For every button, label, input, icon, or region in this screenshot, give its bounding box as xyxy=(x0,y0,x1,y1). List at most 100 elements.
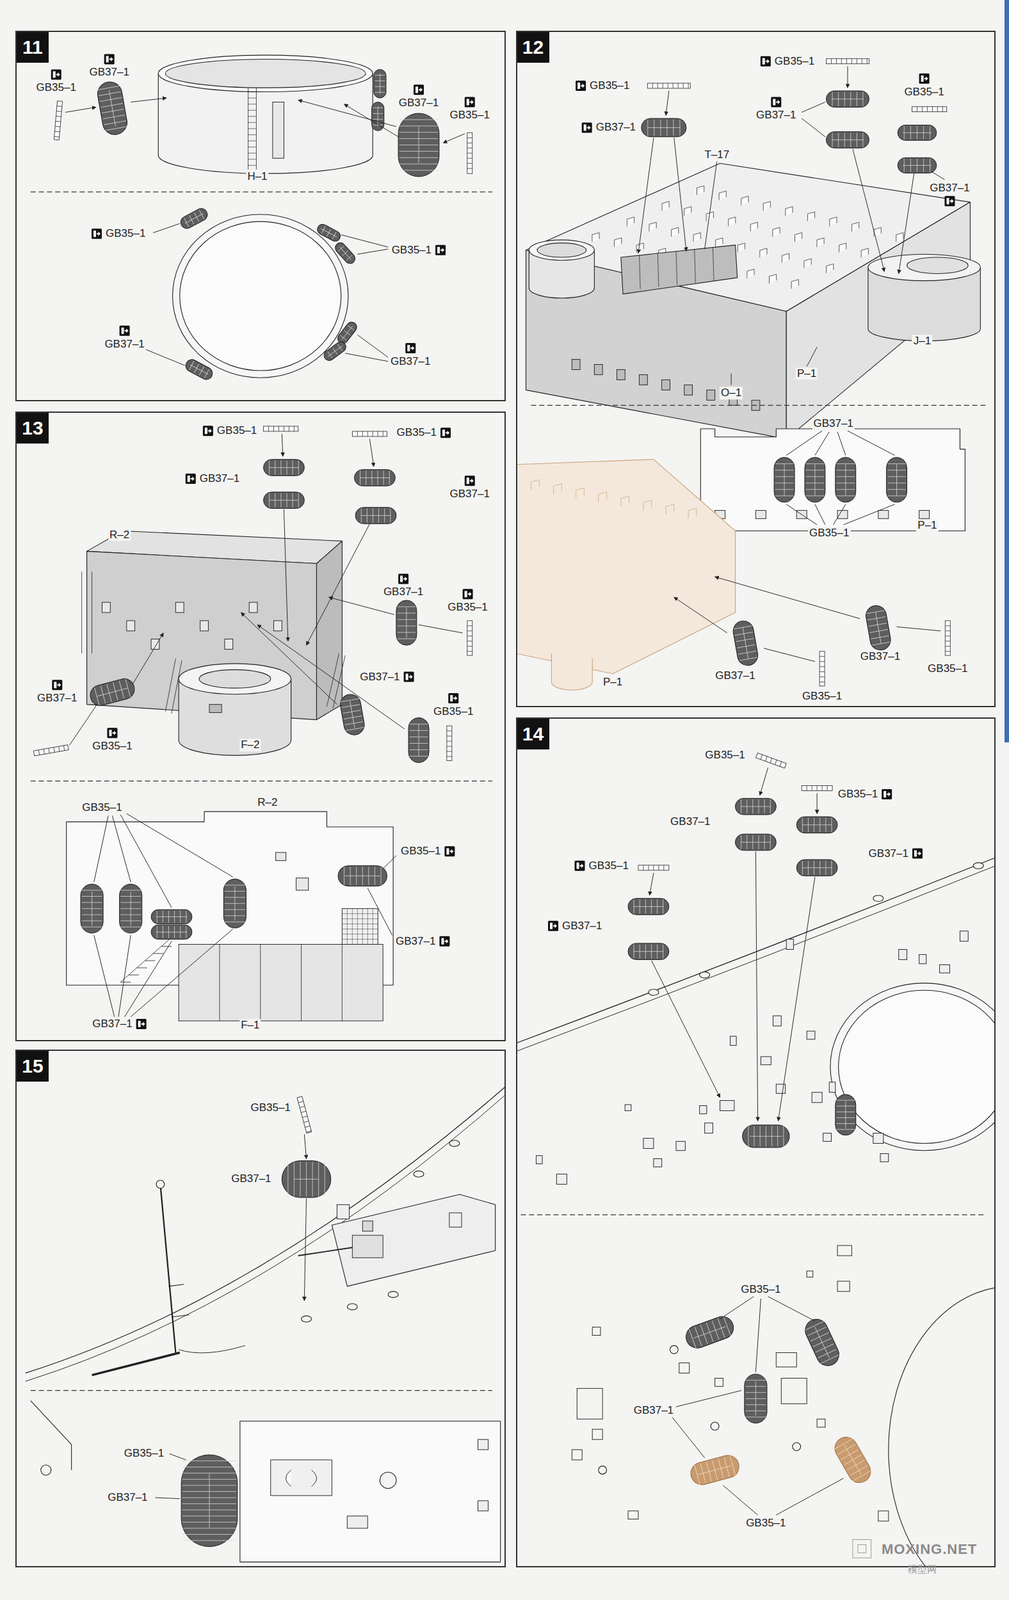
fitting xyxy=(556,1174,567,1185)
leader-line xyxy=(124,941,172,1018)
life-raft-rib xyxy=(397,638,417,640)
deck-fitting-faded xyxy=(553,484,563,495)
raft-rack-bar xyxy=(467,625,473,627)
life-raft-rib xyxy=(852,1471,871,1482)
tower-f2-inner xyxy=(199,669,271,689)
leader-line xyxy=(94,935,115,1018)
drawing xyxy=(25,55,1009,1600)
life-raft-rib xyxy=(806,463,825,465)
leader-line xyxy=(775,1478,844,1516)
fitting xyxy=(837,1281,850,1292)
leader-line xyxy=(418,624,463,634)
part-label: GB37–1 xyxy=(448,487,492,501)
raft-rack-bar xyxy=(306,1131,312,1133)
deck-fitting xyxy=(592,233,600,243)
fitting xyxy=(823,1133,832,1143)
life-raft-body xyxy=(688,1453,742,1488)
part-label: GB35–1 xyxy=(773,55,816,68)
life-raft-rib xyxy=(224,921,246,923)
fitting xyxy=(786,939,794,951)
stair xyxy=(161,946,172,947)
raft-rack-frame xyxy=(53,101,63,141)
raft-rack-frame xyxy=(467,132,473,174)
ladder-rung xyxy=(248,97,257,99)
panel-line xyxy=(300,944,302,1022)
life-raft-rib xyxy=(182,1528,237,1529)
part-icon-box xyxy=(136,1019,147,1030)
tower-j1-inner xyxy=(906,257,969,275)
raft-rack xyxy=(801,785,833,791)
part-icon-sheet xyxy=(442,429,445,436)
deck-fitting xyxy=(626,217,634,227)
life-raft-body xyxy=(119,884,143,934)
part-label: GB37–1 xyxy=(867,847,910,861)
ladder-rung xyxy=(248,128,257,129)
life-raft xyxy=(354,469,396,487)
life-raft-rib xyxy=(120,889,141,891)
raft-rack-bar xyxy=(827,785,828,791)
life-raft-body xyxy=(355,507,397,525)
part-icon-arrow xyxy=(56,72,61,77)
gun-barrel xyxy=(92,1353,180,1376)
raft-rack-bar xyxy=(846,58,848,65)
part-label: P–1 xyxy=(601,676,624,689)
part-label: GB37–1 xyxy=(811,417,855,431)
hull-edge xyxy=(25,1082,505,1374)
part-label: GB35–1 xyxy=(800,690,844,703)
leader-line xyxy=(257,624,405,730)
part-icon-arrow xyxy=(775,99,780,105)
life-raft-band xyxy=(234,886,235,921)
fitting xyxy=(919,954,927,964)
life-raft-body xyxy=(315,222,342,244)
tower-f1 xyxy=(178,944,383,1022)
part-icon-sheet xyxy=(53,681,57,689)
leader-line xyxy=(341,234,388,248)
part-icon-box xyxy=(548,921,559,932)
life-raft xyxy=(886,457,908,503)
hull-edge xyxy=(30,1401,72,1471)
deck-fitting xyxy=(728,217,736,227)
window xyxy=(594,364,603,375)
life-raft-body xyxy=(332,240,357,266)
part-label: GB35–1 xyxy=(80,801,123,815)
raft-rack-bar xyxy=(58,746,60,752)
raft-rack-bar xyxy=(467,630,473,632)
raft-rack-bar xyxy=(841,58,842,65)
part-label: GB35–1 xyxy=(446,601,489,614)
window xyxy=(273,621,282,632)
part-icon-sheet xyxy=(921,75,924,82)
part-icon xyxy=(760,56,771,67)
raft-rack-bar xyxy=(372,431,374,437)
watermark-logo-frame xyxy=(852,1539,872,1559)
ladder-rung xyxy=(248,158,257,160)
raft-rack-bar xyxy=(942,106,944,113)
life-raft xyxy=(825,90,869,108)
life-raft xyxy=(742,1125,790,1148)
part-icon xyxy=(104,53,115,65)
bollard xyxy=(699,972,711,979)
part-icon-arrow xyxy=(580,83,585,88)
leader-line xyxy=(283,509,288,642)
raft-rack-bar xyxy=(662,83,664,89)
leader-line xyxy=(94,816,109,883)
ladder xyxy=(81,571,93,654)
window xyxy=(706,389,716,401)
background-edge xyxy=(1004,0,1009,743)
part-icon xyxy=(91,228,102,239)
raft-rack-bar xyxy=(283,426,285,432)
ladder-rung xyxy=(248,110,257,111)
part-icon-box xyxy=(464,96,476,107)
raft-rack-bar xyxy=(811,785,813,791)
mesh xyxy=(341,918,378,920)
raft-rack xyxy=(825,58,869,65)
life-raft-body xyxy=(371,102,385,132)
fitting xyxy=(806,1031,816,1040)
life-raft xyxy=(281,1161,331,1198)
part-icon-box xyxy=(106,727,118,739)
fitting-round xyxy=(792,1443,801,1452)
watermark-logo-frame xyxy=(857,1544,867,1554)
panel-line xyxy=(218,944,220,1022)
ladder-rung xyxy=(248,134,257,136)
part-icon-box xyxy=(770,96,782,107)
window xyxy=(296,878,309,891)
